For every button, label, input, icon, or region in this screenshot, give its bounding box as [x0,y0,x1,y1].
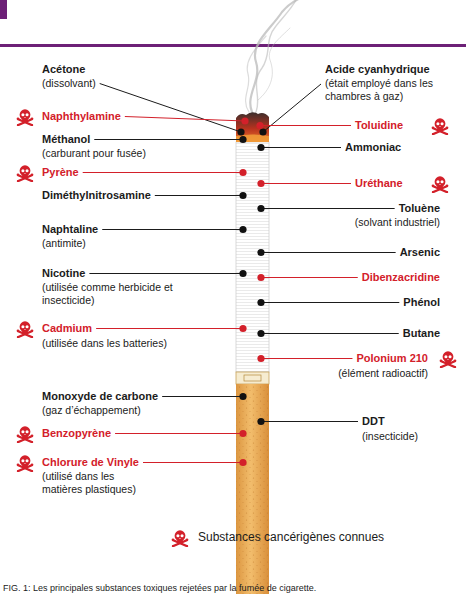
header-tab [0,0,7,19]
substance-dot [237,128,244,135]
substance-name: Acétone [42,63,85,76]
leader-line [96,328,243,329]
leader-line [261,358,352,359]
substance-name: Pyrène [42,166,79,179]
header-rule [0,44,466,47]
substance-name: Naphthylamine [42,110,121,123]
figure-caption: FIG. 1: Les principales substances toxiq… [3,583,316,594]
leader-line [261,277,358,278]
substance-name: Dibenzacridine [362,271,440,284]
substance-dot [239,136,246,143]
cigarette-band [236,372,269,384]
substance-note: (utilisée dans les batteries) [42,337,167,350]
substance-name: Naphtaline [42,223,98,236]
substance-name: Diméthylnitrosamine [42,189,151,202]
substance-dot [257,299,264,306]
substance-note: (utilisée comme herbicide et insecticide… [42,281,174,307]
substance-name: Monoxyde de carbone [42,390,158,403]
leader-line [162,396,243,397]
substance-dot [239,270,246,277]
smoke [246,0,305,112]
leader-line [155,195,243,196]
leader-line [261,208,395,209]
leader-line [94,139,243,140]
substance-note: (insecticide) [362,430,418,443]
substance-dot [239,169,246,176]
substance-note: (était employé dans les chambres à gaz) [325,77,435,103]
substance-name: Polonium 210 [356,352,428,365]
substance-name: Benzopyrène [42,427,111,440]
leader-line [102,229,243,230]
leader-line [263,84,321,132]
substance-dot [257,249,264,256]
substance-dot [257,418,264,425]
substance-note: (carburant pour fusée) [42,147,146,160]
substance-dot [257,330,264,337]
substance-dot [239,226,246,233]
substance-name: Toluène [399,202,440,215]
leader-line [261,147,341,148]
leader-line [100,84,241,133]
cigarette-filter [236,384,269,594]
substance-name: Phénol [403,296,440,309]
substance-name: Nicotine [42,267,85,280]
substance-name: Méthanol [42,133,90,146]
leader-line [125,117,245,122]
substance-dot [239,325,246,332]
substance-name: Arsenic [400,246,440,259]
leader-line [261,183,351,184]
substance-name: Cadmium [42,322,92,335]
leader-line [261,252,396,253]
leader-line [83,172,243,173]
cigarette-paper [236,142,269,372]
substance-dot [257,274,264,281]
carcinogen-skulls [17,109,457,472]
substance-note: (antimite) [42,237,86,250]
substance-dot [239,459,246,466]
substance-name: Toluidine [355,119,403,132]
substance-dot [257,144,264,151]
leader-line [261,302,399,303]
legend-text: Substances cancérigènes connues [198,530,384,545]
substance-dot [239,393,246,400]
leader-line [260,125,351,126]
substance-name: Butane [403,327,440,340]
substance-note: (utilisé dans les matières plastiques) [42,470,146,496]
substance-dot [259,128,266,135]
substance-dot [239,192,246,199]
substance-name: Acide cyanhydrique [325,63,430,76]
substance-dot [257,180,264,187]
legend-skull [172,530,189,547]
substance-dot [241,117,248,124]
substance-dot [257,355,264,362]
leader-line [261,421,358,422]
substance-name: Ammoniac [345,141,401,154]
substance-note: (élément radioactif) [338,367,428,380]
leader-line [143,462,243,463]
leader-line [89,273,243,274]
substance-note: (gaz d’échappement) [42,404,141,417]
substance-dot [239,430,246,437]
substance-dot [256,122,263,129]
substance-name: Chlorure de Vinyle [42,456,139,469]
substance-note: (dissolvant) [42,77,96,90]
substance-name: Uréthane [355,177,403,190]
leader-line [261,333,399,334]
substance-name: DDT [362,415,385,428]
substance-dot [257,205,264,212]
substance-note: (solvant industriel) [355,216,440,229]
leader-line [115,433,243,434]
